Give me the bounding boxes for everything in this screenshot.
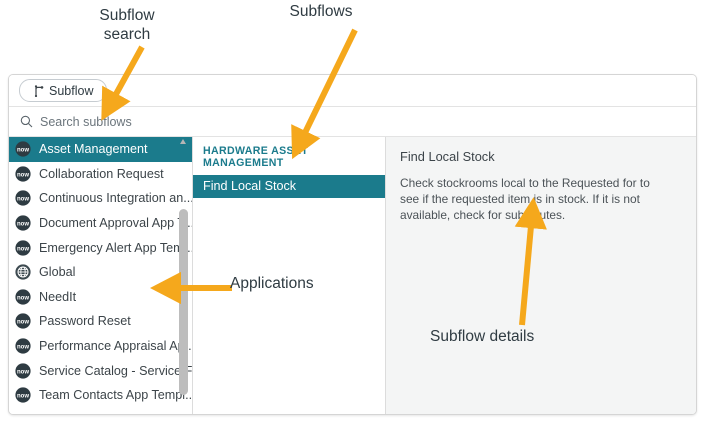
- servicenow-now-icon: now: [15, 141, 31, 157]
- subflow-details-pane: Find Local Stock Check stockrooms local …: [386, 137, 696, 414]
- application-list-item[interactable]: now Performance Appraisal Ap...: [9, 334, 192, 359]
- application-list-item[interactable]: Global: [9, 260, 192, 285]
- application-label: Performance Appraisal Ap...: [39, 339, 192, 354]
- svg-text:now: now: [17, 394, 29, 400]
- subflow-filter-pill[interactable]: Subflow: [19, 79, 108, 102]
- svg-text:now: now: [17, 172, 29, 178]
- application-list-item[interactable]: now NeedIt: [9, 285, 192, 310]
- application-label: Global: [39, 265, 76, 280]
- svg-text:now: now: [17, 320, 29, 326]
- application-list-item[interactable]: now Team Contacts App Templ...: [9, 383, 192, 408]
- application-label: Asset Management: [39, 142, 148, 157]
- application-list-item[interactable]: now Asset Management: [9, 137, 192, 162]
- details-title: Find Local Stock: [400, 149, 495, 164]
- scrollbar-thumb[interactable]: [179, 209, 188, 395]
- application-list-item[interactable]: now Collaboration Request: [9, 162, 192, 187]
- svg-text:now: now: [17, 369, 29, 375]
- svg-text:now: now: [17, 221, 29, 227]
- subflows-group-header: HARDWARE ASSET MANAGEMENT: [203, 145, 309, 169]
- servicenow-now-icon: now: [15, 387, 31, 403]
- application-list-item[interactable]: now Password Reset: [9, 309, 192, 334]
- servicenow-now-icon: now: [15, 313, 31, 330]
- application-label: NeedIt: [39, 289, 77, 304]
- subflow-search-row[interactable]: [9, 107, 696, 137]
- svg-text:now: now: [17, 246, 29, 252]
- globe-icon: [15, 264, 31, 280]
- annotation-subflow-search: Subflow search: [99, 7, 155, 43]
- details-description: Check stockrooms local to the Requested …: [400, 176, 650, 222]
- svg-text:now: now: [17, 295, 29, 301]
- servicenow-now-icon: now: [15, 190, 31, 207]
- servicenow-now-icon: now: [15, 289, 31, 305]
- search-input[interactable]: [40, 112, 696, 131]
- widget-toolbar: Subflow: [9, 75, 696, 107]
- application-label: Continuous Integration an...: [39, 191, 192, 206]
- application-label: Password Reset: [39, 314, 131, 329]
- svg-text:now: now: [17, 148, 29, 154]
- application-list-item[interactable]: now Continuous Integration an...: [9, 186, 192, 211]
- application-list-item[interactable]: now Document Approval App T...: [9, 211, 192, 236]
- svg-text:now: now: [17, 344, 29, 350]
- application-label: Team Contacts App Templ...: [39, 388, 192, 403]
- svg-text:now: now: [17, 197, 29, 203]
- scroll-up-arrow-icon[interactable]: [180, 139, 186, 144]
- application-label: Service Catalog - Service F...: [39, 363, 192, 378]
- servicenow-now-icon: now: [15, 338, 31, 354]
- annotation-subflows: Subflows: [289, 3, 353, 20]
- servicenow-now-icon: now: [15, 166, 31, 182]
- application-label: Emergency Alert App Tem...: [39, 240, 192, 255]
- servicenow-now-icon: now: [15, 240, 31, 256]
- application-label: Document Approval App T...: [39, 216, 192, 231]
- servicenow-now-icon: now: [15, 215, 31, 231]
- subflow-branch-icon: [33, 84, 44, 97]
- subflows-list: HARDWARE ASSET MANAGEMENT Find Local Sto…: [193, 137, 386, 414]
- search-icon: [20, 115, 33, 128]
- application-list-item[interactable]: now Service Catalog - Service F...: [9, 358, 192, 383]
- application-list-item[interactable]: now Emergency Alert App Tem...: [9, 235, 192, 260]
- servicenow-now-icon: now: [15, 363, 31, 379]
- subflow-list-item[interactable]: Find Local Stock: [193, 175, 385, 198]
- applications-scrollbar[interactable]: [179, 137, 188, 414]
- subflow-pill-label: Subflow: [49, 83, 94, 98]
- application-label: Collaboration Request: [39, 166, 164, 181]
